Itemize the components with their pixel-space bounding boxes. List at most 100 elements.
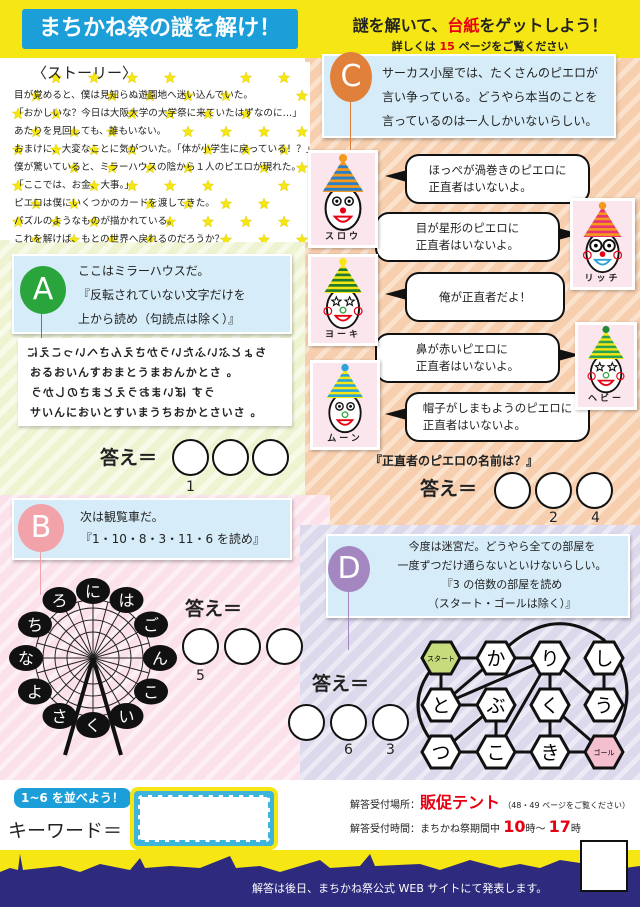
clown-name: スロウ: [324, 232, 361, 242]
maze-room: う: [583, 687, 625, 723]
speech-bubble: 帽子がしまもようのピエロに正直者はいないよ。: [385, 392, 590, 442]
hint-number: 5: [196, 668, 205, 684]
tagline-highlight: 台紙: [447, 16, 480, 35]
puzzle-b-text: 『1・10・8・3・11・6 を読め』: [80, 532, 265, 546]
clown-name: リッチ: [584, 274, 621, 284]
detail-text-end: ページをご覧ください: [454, 40, 569, 53]
answer-circle[interactable]: [182, 628, 219, 665]
answer-circle[interactable]: [266, 628, 303, 665]
keyword-input-box[interactable]: [130, 787, 278, 850]
answer-label-c: 答え＝: [420, 478, 478, 500]
answer-circle[interactable]: [212, 439, 249, 476]
gondola: ん: [143, 645, 177, 671]
story-line: 「ここでは、お金、大事。」: [14, 180, 134, 191]
maze-room-label: つ: [431, 742, 450, 764]
maze-room: き: [529, 734, 571, 770]
maze-room: と: [420, 687, 462, 723]
star-icon: [87, 143, 101, 156]
keyword-input[interactable]: [138, 795, 270, 842]
clown-card: ヨーキ: [308, 254, 378, 346]
star-icon: [201, 143, 215, 156]
answer-circle[interactable]: [330, 704, 367, 741]
star-icon: [125, 107, 139, 120]
gondola: こ: [134, 678, 169, 705]
star-icon: [295, 89, 309, 102]
star-icon: [143, 233, 157, 242]
answer-place: 解答受付場所：販促テント （48・49 ページをご覧ください）: [350, 793, 630, 816]
maze-room-label: ぶ: [486, 695, 505, 717]
star-icon: [219, 89, 233, 102]
maze-room-label: ゴール: [594, 748, 615, 757]
detail-text: 詳しくは: [391, 40, 440, 53]
star-icon: [181, 161, 195, 174]
keyword-instruction: 1~6 を並べよう！: [14, 788, 131, 808]
star-icon: [49, 143, 63, 156]
star-icon: [143, 161, 157, 174]
star-icon: [163, 71, 177, 84]
maze-room-label: こ: [486, 742, 505, 764]
time-suffix: 時: [570, 824, 581, 835]
star-icon: [67, 125, 81, 138]
star-icon: [105, 161, 119, 174]
gondola-letter: ご: [143, 616, 159, 635]
balloon-string: [350, 100, 351, 152]
maze-room: し: [583, 640, 625, 676]
speech-text: 目が星形のピエロに正直者はいないよ。: [415, 221, 520, 252]
answer-circle[interactable]: [224, 628, 261, 665]
story-line: おまけに、大変なことに気がついた。「体が小学生に戻っている！？」: [14, 144, 316, 155]
star-icon: [239, 215, 253, 228]
place-value: 販促テント: [420, 793, 501, 812]
puzzle-a-text: 上から読め（句読点は除く）』: [78, 312, 241, 326]
star-icon: [163, 107, 177, 120]
puzzle-c-box: サーカス小屋では、たくさんのピエロが 言い争っている。どうやら本当のことを 言っ…: [322, 54, 616, 138]
answer-time: 解答受付時間：まちかね祭期間中 10時～ 17時: [350, 817, 581, 840]
star-icon: [219, 125, 233, 138]
speech-bubble: 目が星形のピエロに正直者はいないよ。: [375, 212, 580, 262]
gondola-letter: く: [85, 716, 101, 735]
star-icon: [277, 179, 291, 192]
star-icon: [49, 71, 63, 84]
answer-circle[interactable]: [535, 472, 572, 509]
maze-room-label: か: [486, 648, 505, 670]
star-icon: [163, 215, 177, 228]
bubble-tail: [385, 288, 407, 300]
story-section: 〈ストーリー〉 目が覚めると、僕は見知らぬ遊園地へ迷い込んでいた。 「おかしいな…: [10, 62, 315, 245]
time-end: 17: [548, 817, 571, 836]
gondola: く: [76, 712, 110, 738]
answer-circle[interactable]: [252, 439, 289, 476]
answer-circle[interactable]: [576, 472, 613, 509]
story-line: 「おかしいな？今日は大阪大学の大学祭に来ていたはずなのに…」: [14, 108, 302, 119]
star-icon: [67, 197, 81, 210]
star-icon: [295, 161, 309, 174]
tagline-text: 謎を解いて、: [352, 16, 448, 35]
answer-circle[interactable]: [172, 439, 209, 476]
puzzle-d-text: （スタート・ゴールは除く）』: [427, 597, 577, 610]
answer-circle[interactable]: [494, 472, 531, 509]
gondola-letter: ん: [152, 649, 168, 668]
clown-card: スロウ: [308, 150, 378, 248]
star-icon: [277, 71, 291, 84]
time-start: 10: [503, 817, 526, 836]
gondola: よ: [17, 678, 52, 705]
keyword-label: キーワード＝: [8, 820, 123, 842]
star-icon: [181, 89, 195, 102]
answer-label-a: 答え＝: [100, 447, 158, 469]
answer-a: 1: [172, 439, 302, 499]
gondola-letter: ろ: [51, 591, 67, 610]
puzzle-c-text: サーカス小屋では、たくさんのピエロが: [382, 66, 599, 80]
answer-circle[interactable]: [288, 704, 325, 741]
maze-room-label: き: [540, 742, 559, 764]
star-icon: [181, 197, 195, 210]
answer-label-d: 答え＝: [312, 673, 370, 695]
clown-name: ムーン: [327, 434, 363, 444]
star-icon: [87, 71, 101, 84]
maze-room-label: り: [540, 648, 559, 670]
story-line: パズルのようなものが描かれている。: [14, 216, 177, 227]
star-icon: [49, 107, 63, 120]
star-icon: [29, 233, 43, 242]
puzzle-d-text: 一度ずつだけ通らないといけないらしい。: [397, 559, 607, 572]
answer-circle[interactable]: [372, 704, 409, 741]
maze-room-label: と: [431, 695, 450, 717]
star-icon: [143, 89, 157, 102]
detail-note: 詳しくは 15 ページをご覧ください: [360, 38, 600, 54]
